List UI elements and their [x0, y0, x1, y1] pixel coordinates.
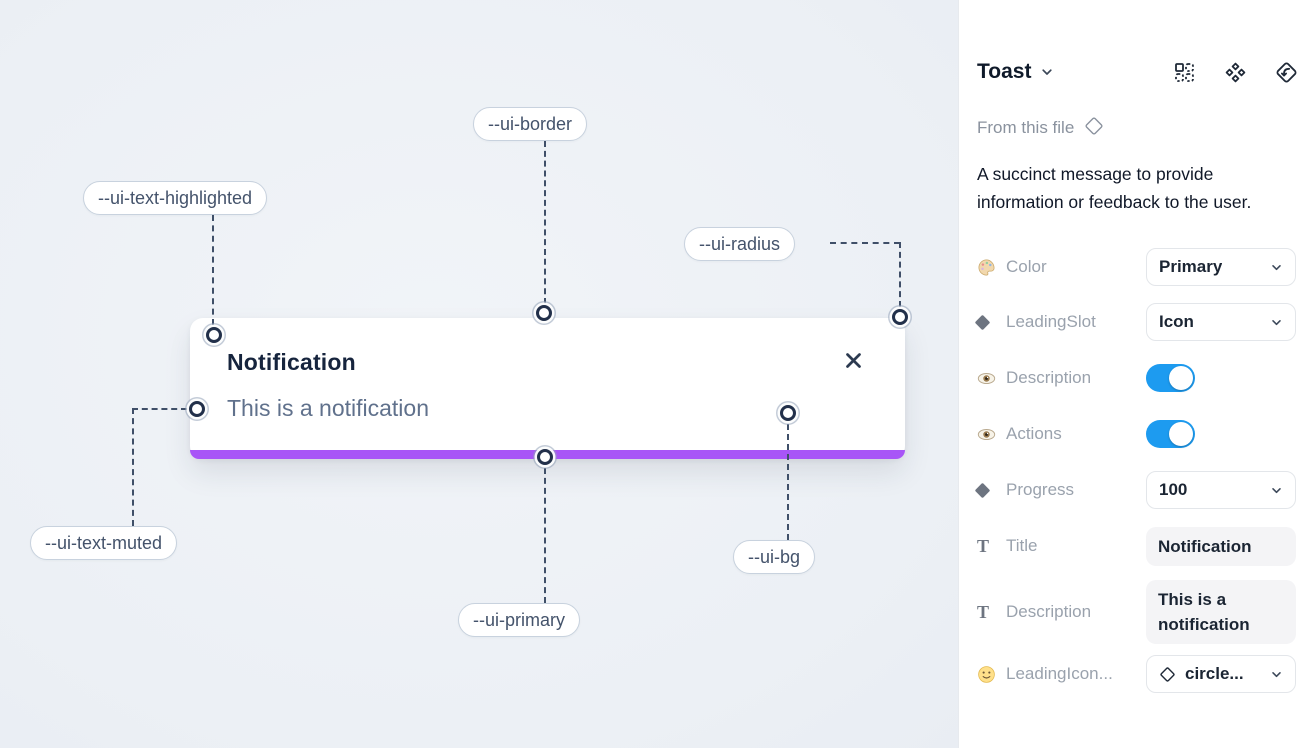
text-icon: T: [977, 535, 990, 556]
diamond-outline-icon: [1084, 116, 1104, 141]
palette-icon: [977, 258, 999, 277]
chevron-down-icon[interactable]: [1040, 65, 1054, 79]
chevron-down-icon: [1270, 316, 1283, 329]
toast-title: Notification: [227, 349, 356, 375]
prop-label-leadingslot: LeadingSlot: [1006, 312, 1096, 331]
detach-instance-icon[interactable]: [1274, 60, 1298, 84]
connector-ui-text-muted-h: [132, 408, 187, 410]
prop-label-progress: Progress: [1006, 480, 1075, 499]
color-select-value: Primary: [1159, 257, 1223, 276]
component-name[interactable]: Toast: [977, 60, 1032, 83]
leadingicon-select[interactable]: circle...: [1146, 655, 1296, 693]
chevron-down-icon: [1270, 484, 1283, 497]
token-dot-text-muted: [189, 401, 205, 417]
progress-select[interactable]: 100: [1146, 471, 1296, 509]
var-label-ui-text-muted: --ui-text-muted: [30, 526, 178, 560]
description-field[interactable]: This is a notification: [1146, 580, 1296, 644]
connector-ui-radius-h: [830, 242, 900, 244]
toast-description: This is a notification: [227, 395, 429, 421]
var-label-ui-border: --ui-border: [473, 107, 588, 141]
actions-toggle[interactable]: [1146, 420, 1195, 448]
prop-label-leadingicon: LeadingIcon...: [1006, 664, 1113, 683]
source-row: From this file: [977, 114, 1104, 142]
progress-select-value: 100: [1159, 480, 1188, 499]
prop-row-leadingslot: LeadingSlot Icon: [974, 303, 1296, 341]
var-label-ui-text-highlighted: --ui-text-highlighted: [83, 181, 268, 215]
panel-header: Toast: [977, 56, 1298, 88]
prop-label-description: Description: [1006, 368, 1092, 387]
color-select[interactable]: Primary: [1146, 248, 1296, 286]
chevron-down-icon: [1270, 261, 1283, 274]
prop-row-description-text: T Description This is a notification: [977, 580, 1296, 644]
token-dot-primary: [537, 449, 553, 465]
var-label-ui-bg: --ui-bg: [733, 540, 816, 574]
prop-row-color: Color Primary: [977, 248, 1296, 286]
prop-row-title: T Title Notification: [977, 526, 1296, 566]
var-label-ui-primary: --ui-primary: [458, 603, 580, 637]
from-file-label: From this file: [977, 118, 1075, 137]
prop-row-leadingicon: LeadingIcon... circle...: [977, 655, 1296, 693]
toast-component[interactable]: Notification This is a notification: [190, 318, 905, 459]
token-dot-radius: [892, 309, 908, 325]
prop-label-color: Color: [1006, 257, 1047, 276]
instance-grid-icon[interactable]: [1172, 60, 1196, 84]
diamond-outline-icon: [1159, 666, 1176, 683]
eye-icon: [977, 369, 999, 388]
chevron-down-icon: [1270, 668, 1283, 681]
title-field[interactable]: Notification: [1146, 526, 1296, 566]
text-icon: T: [977, 601, 990, 622]
smiley-icon: [977, 665, 999, 684]
token-dot-bg: [780, 405, 796, 421]
close-icon: [842, 349, 865, 377]
description-toggle[interactable]: [1146, 364, 1195, 392]
component-diamonds-icon[interactable]: [1223, 60, 1247, 84]
connector-ui-text-highlighted: [212, 215, 214, 325]
token-dot-text-highlighted: [206, 327, 222, 343]
prop-row-description-toggle: Description: [977, 359, 1296, 397]
properties-panel: Toast: [958, 0, 1312, 748]
toast-close-button[interactable]: [840, 350, 866, 376]
var-label-ui-radius: --ui-radius: [684, 227, 796, 261]
component-description: A succinct message to provide informatio…: [977, 164, 1252, 212]
connector-ui-primary: [544, 468, 546, 603]
connector-ui-bg: [787, 424, 789, 540]
prop-label-title: Title: [1006, 536, 1038, 555]
design-canvas[interactable]: Notification This is a notification --ui…: [0, 0, 958, 748]
prop-row-progress: Progress 100: [974, 471, 1296, 509]
connector-ui-border: [544, 141, 546, 304]
eye-icon: [977, 425, 999, 444]
leadingslot-select[interactable]: Icon: [1146, 303, 1296, 341]
connector-ui-text-muted-v: [132, 408, 134, 526]
leadingicon-select-value: circle...: [1185, 664, 1244, 683]
diamond-icon: [974, 482, 999, 498]
leadingslot-select-value: Icon: [1159, 312, 1194, 331]
diamond-icon: [974, 314, 999, 330]
prop-label-description-text: Description: [1006, 602, 1092, 621]
prop-row-actions-toggle: Actions: [977, 415, 1296, 453]
token-dot-border: [536, 305, 552, 321]
prop-label-actions: Actions: [1006, 424, 1062, 443]
connector-ui-radius-v: [899, 242, 901, 307]
